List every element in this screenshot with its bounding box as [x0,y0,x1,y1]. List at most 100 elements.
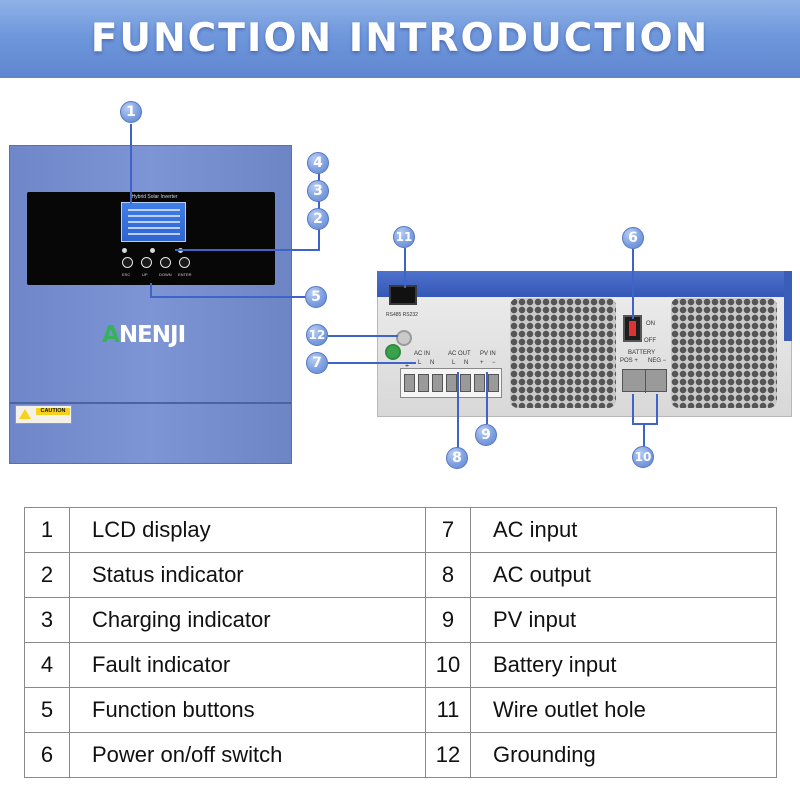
battery-terminal-divider [645,370,646,393]
callout-7: 7 [306,352,328,374]
brand-logo: ANENJI [102,322,212,350]
callout-11: 11 [393,226,415,248]
row-number: 3 [24,597,70,643]
leader-line-10-join [632,423,658,425]
leader-line-12 [328,335,398,337]
callout-3: 3 [307,180,329,202]
battery-pos-label: POS + [620,358,638,364]
panel-seam [10,402,291,404]
terminal-slot [488,374,499,392]
lcd-title: Hybrid Solar Inverter [131,194,178,200]
row-number: 6 [24,732,70,778]
function-label: Battery input [470,642,777,688]
terminal-slot [474,374,485,392]
comm-port-label: RS485 RS232 [386,312,418,318]
row-number: 12 [425,732,471,778]
down-button[interactable] [160,257,171,268]
terminal-slot [418,374,429,392]
function-table: 1 LCD display 7 AC input 2 Status indica… [24,507,777,778]
terminal-slot [460,374,471,392]
table-row: 2 Status indicator 8 AC output [24,552,777,598]
callout-9: 9 [475,424,497,446]
charging-indicator-led [150,248,155,253]
caution-label: CAUTION [36,408,70,415]
lcd-display: Hybrid Solar Inverter [121,194,186,242]
table-row: 5 Function buttons 11 Wire outlet hole [24,687,777,733]
page-title: FUNCTION INTRODUCTION [90,16,710,61]
callout-8: 8 [446,447,468,469]
header-banner: FUNCTION INTRODUCTION [0,0,800,78]
callout-4: 4 [307,152,329,174]
callout-10: 10 [632,446,654,468]
inverter-front-panel: Hybrid Solar Inverter ESC UP DOWN ENTER … [9,145,292,464]
callout-6: 6 [622,227,644,249]
row-number: 5 [24,687,70,733]
fan-grille-right [671,298,777,408]
function-label: Grounding [470,732,777,778]
row-number: 8 [425,552,471,598]
brand-logo-text: NENJI [118,322,186,348]
row-number: 1 [24,507,70,553]
enter-button-label: ENTER [178,272,192,277]
esc-button[interactable] [122,257,133,268]
front-display-window: Hybrid Solar Inverter ESC UP DOWN ENTER [27,192,275,285]
table-row: 3 Charging indicator 9 PV input [24,597,777,643]
callout-1: 1 [120,101,142,123]
function-label: Charging indicator [69,597,426,643]
lcd-readout-lines [128,209,180,237]
function-label: LCD display [69,507,426,553]
table-row: 1 LCD display 7 AC input [24,507,777,553]
terminal-mark-ac-in-n: N [430,360,435,366]
table-row: 6 Power on/off switch 12 Grounding [24,732,777,778]
leader-line-1 [130,124,132,204]
grounding-screw [396,330,412,346]
terminal-mark-ac-out-n: N [464,360,469,366]
battery-terminals [622,369,667,393]
bottom-panel-side [784,271,792,341]
button-labels: ESC UP DOWN ENTER [122,272,192,277]
brand-logo-mark: A [102,322,120,348]
bottom-panel-cover [377,271,792,297]
switch-on-label: ON [646,321,655,327]
pv-in-label: PV IN [480,351,496,357]
row-number: 10 [425,642,471,688]
leader-line-10c [643,423,645,447]
warning-triangle-icon [19,409,31,419]
function-label: PV input [470,597,777,643]
row-number: 11 [425,687,471,733]
switch-off-label: OFF [644,338,656,344]
terminal-mark-ac-in-l: L [418,360,422,366]
terminal-slot [432,374,443,392]
function-label: Wire outlet hole [470,687,777,733]
row-number: 4 [24,642,70,688]
function-label: Status indicator [69,552,426,598]
leader-line-5 [150,296,305,298]
table-row: 4 Fault indicator 10 Battery input [24,642,777,688]
terminal-mark-pv-pos: + [480,360,484,366]
battery-neg-label: NEG − [648,358,667,364]
enter-button[interactable] [179,257,190,268]
down-button-label: DOWN [159,272,172,277]
grounding-icon [385,344,401,360]
caution-sticker: CAUTION [15,405,72,424]
status-indicator-led [122,248,127,253]
esc-button-label: ESC [122,272,131,277]
function-label: Fault indicator [69,642,426,688]
battery-label: BATTERY [628,350,656,356]
leader-line-2 [175,249,320,251]
wire-outlet-hole [389,285,417,305]
leader-line-8 [457,372,459,450]
terminal-block [400,368,502,398]
row-number: 7 [425,507,471,553]
up-button[interactable] [141,257,152,268]
leader-line-9 [486,372,488,424]
terminal-mark-pv-neg: − [492,360,496,366]
terminal-mark-ground: ⏚ [404,363,411,369]
function-label: AC output [470,552,777,598]
terminal-slot [404,374,415,392]
function-label: Function buttons [69,687,426,733]
leader-line-10b [656,394,658,424]
power-switch-rocker [629,321,636,336]
leader-line-5-drop [150,283,152,297]
power-switch[interactable] [623,315,642,342]
